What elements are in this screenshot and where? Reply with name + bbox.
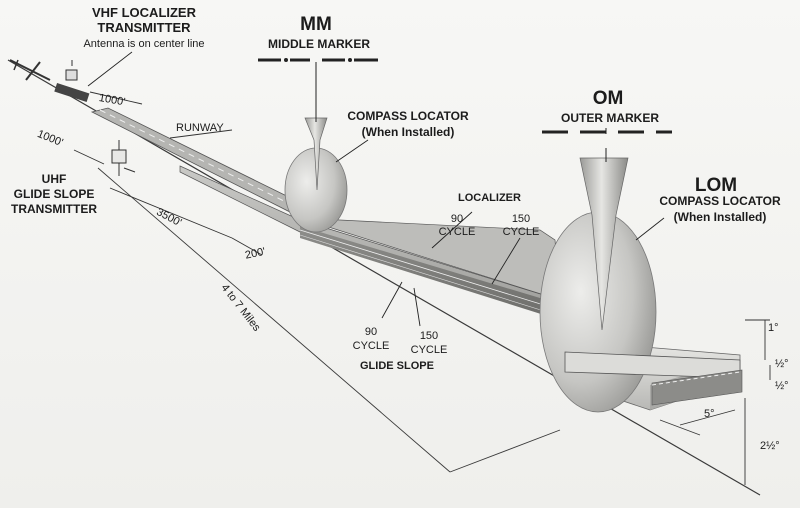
loc-150-num: 150 bbox=[511, 213, 531, 225]
angle-half-1: ½° bbox=[775, 358, 789, 370]
lom-abbreviation: LOM bbox=[694, 175, 738, 196]
mm-compass-locator-line2: (When Installed) bbox=[361, 125, 455, 139]
glide-slope-transmitter-icon bbox=[111, 140, 136, 176]
lom-line2: (When Installed) bbox=[673, 210, 767, 224]
runway-label: RUNWAY bbox=[176, 122, 224, 134]
middle-marker-dots bbox=[284, 58, 352, 62]
mm-name: MIDDLE MARKER bbox=[268, 37, 370, 51]
gs-150-cycle: CYCLE bbox=[410, 344, 448, 356]
angle-5deg: 5° bbox=[704, 408, 715, 420]
angle-1deg: 1° bbox=[768, 322, 779, 334]
vhf-title-line1: VHF LOCALIZER bbox=[92, 5, 196, 20]
dimension-lines bbox=[73, 91, 771, 485]
vhf-title-line2: TRANSMITTER bbox=[97, 20, 191, 35]
glide-slope-label: GLIDE SLOPE bbox=[360, 360, 434, 372]
mm-abbreviation: MM bbox=[300, 14, 332, 35]
gs-90-num: 90 bbox=[364, 326, 378, 338]
uhf-line1: UHF bbox=[41, 172, 67, 186]
lom-line1: COMPASS LOCATOR bbox=[659, 194, 781, 208]
om-abbreviation: OM bbox=[592, 88, 624, 109]
uhf-line3: TRANSMITTER bbox=[11, 202, 97, 216]
gs-90-cycle: CYCLE bbox=[352, 340, 390, 352]
loc-90-cycle: CYCLE bbox=[438, 226, 476, 238]
glide-slope-end-slab bbox=[564, 351, 743, 406]
angle-2-5deg: 2½° bbox=[760, 440, 780, 452]
angle-half-2: ½° bbox=[775, 380, 789, 392]
localizer-antenna-icon bbox=[54, 60, 90, 103]
om-name: OUTER MARKER bbox=[561, 111, 659, 125]
middle-marker-lobe bbox=[284, 62, 348, 233]
loc-150-cycle: CYCLE bbox=[502, 226, 540, 238]
vhf-antenna-note: Antenna is on center line bbox=[83, 38, 205, 50]
leader-lines bbox=[87, 51, 665, 327]
mm-compass-locator-line1: COMPASS LOCATOR bbox=[347, 109, 469, 123]
uhf-line2: GLIDE SLOPE bbox=[13, 187, 95, 201]
gs-150-num: 150 bbox=[419, 330, 439, 342]
aircraft-icon bbox=[9, 59, 51, 81]
localizer-label: LOCALIZER bbox=[458, 192, 521, 204]
loc-90-num: 90 bbox=[450, 213, 464, 225]
